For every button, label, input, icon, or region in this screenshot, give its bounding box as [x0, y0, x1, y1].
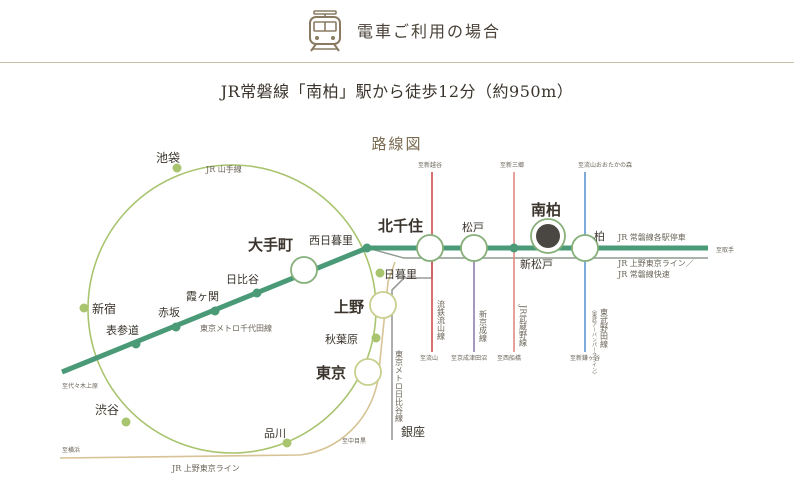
- label-yokohama: 至横浜: [62, 446, 80, 454]
- station-dot-omotesando: [131, 339, 141, 349]
- label-otemachi: 大手町: [248, 236, 293, 254]
- label-ginza: 銀座: [401, 424, 425, 439]
- label-yamanote: JR 山手線: [205, 164, 242, 174]
- label-kasumigaseki: 霞ヶ関: [186, 290, 219, 303]
- station-dot-akihabara: [371, 333, 381, 343]
- label-naka-meguro: 至中目黒: [342, 437, 366, 445]
- station-otemachi: [290, 256, 318, 284]
- label-hibiya: 日比谷: [226, 273, 259, 286]
- station-dot-nippori: [375, 268, 385, 278]
- station-dot-nishinippori: [362, 243, 372, 253]
- label-to-shinkoshigaya: 至新越谷: [418, 161, 442, 169]
- station-kashiwa: [571, 234, 599, 262]
- label-joban-local: JR 常磐線各駅停車: [617, 232, 686, 242]
- label-shinkeisei: 新京成線: [479, 309, 488, 342]
- label-ueno: 上野: [334, 298, 364, 316]
- station-dot-akasaka: [171, 322, 181, 332]
- station-minamikashiwa: [536, 224, 560, 248]
- label-noda: 東武野田線: [600, 307, 609, 348]
- label-nishinippori: 西日暮里: [309, 233, 353, 247]
- label-to-shinmisato: 至新三郷: [500, 161, 524, 169]
- label-akasaka: 赤坂: [158, 306, 180, 319]
- station-tokyo: [354, 358, 382, 386]
- label-shinjuku: 新宿: [92, 301, 116, 316]
- label-toride: 至取手: [716, 246, 734, 254]
- label-nippori: 日暮里: [384, 267, 417, 281]
- label-shibuya: 渋谷: [95, 403, 119, 417]
- header-divider: [0, 62, 794, 63]
- label-musashino: JR武蔵野線: [519, 304, 528, 346]
- station-dot-shinjuku: [79, 303, 89, 313]
- station-dot-kasumigaseki: [210, 306, 220, 316]
- label-hibiya-vertical: 東京メトロ日比谷線: [395, 349, 404, 422]
- label-omotesando: 表参道: [106, 323, 139, 337]
- label-akihabara: 秋葉原: [325, 332, 358, 346]
- label-ueno-tokyo-bottom: JR 上野東京ライン: [171, 463, 240, 473]
- label-minamikashiwa: 南柏: [531, 201, 561, 219]
- label-to-keisei-tsudanuma: 至京成津田沼: [451, 354, 487, 362]
- train-icon: [309, 10, 341, 52]
- label-to-shinkamagaya: 至新鎌ヶ谷: [570, 354, 600, 362]
- label-shinmatsudo: 新松戸: [520, 257, 553, 271]
- yamanote-line: [87, 164, 377, 454]
- station-dot-hibiya: [252, 288, 262, 298]
- header: 電車ご利用の場合: [0, 0, 794, 63]
- label-noda-sub: （東武アーバンパークライン）: [591, 307, 597, 377]
- station-dot-shinagawa: [282, 438, 292, 448]
- station-ueno: [369, 291, 397, 319]
- label-ikebukuro: 池袋: [156, 151, 180, 165]
- route-map-title: 路線図: [371, 135, 422, 153]
- label-kitasenju: 北千住: [378, 217, 423, 235]
- label-tokyo: 東京: [316, 364, 346, 382]
- label-kashiwa: 柏: [594, 229, 605, 243]
- label-matsudo: 松戸: [462, 220, 484, 234]
- ueno-tokyo-line-bottom: [59, 261, 396, 459]
- label-to-nagareyama: 至流山おおたかの森: [578, 161, 632, 169]
- station-dot-ikebukuro: [172, 163, 182, 173]
- label-ryutetsu: 流鉄流山線: [437, 299, 446, 340]
- label-joban-rapid-1: JR 上野東京ライン／: [617, 258, 694, 268]
- label-joban-rapid-2: JR 常磐線快速: [617, 269, 670, 279]
- label-yoyogi-uehara: 至代々木上原: [62, 382, 98, 390]
- label-to-nagareyama-sub: 至流山: [420, 354, 438, 362]
- station-dot-shibuya: [121, 417, 131, 427]
- station-dot-shinmatsudo: [509, 243, 519, 253]
- label-chiyoda: 東京メトロ千代田線: [200, 323, 272, 333]
- access-info: JR常磐線「南柏」駅から徒歩12分（約950m）: [220, 82, 574, 101]
- label-shinagawa: 品川: [264, 427, 286, 440]
- station-matsudo: [460, 234, 488, 262]
- station-kitasenju: [416, 234, 444, 262]
- label-to-nishifunabashi: 至西船橋: [497, 354, 521, 362]
- joban-rapid-line: [366, 247, 708, 259]
- header-title: 電車ご利用の場合: [357, 22, 502, 41]
